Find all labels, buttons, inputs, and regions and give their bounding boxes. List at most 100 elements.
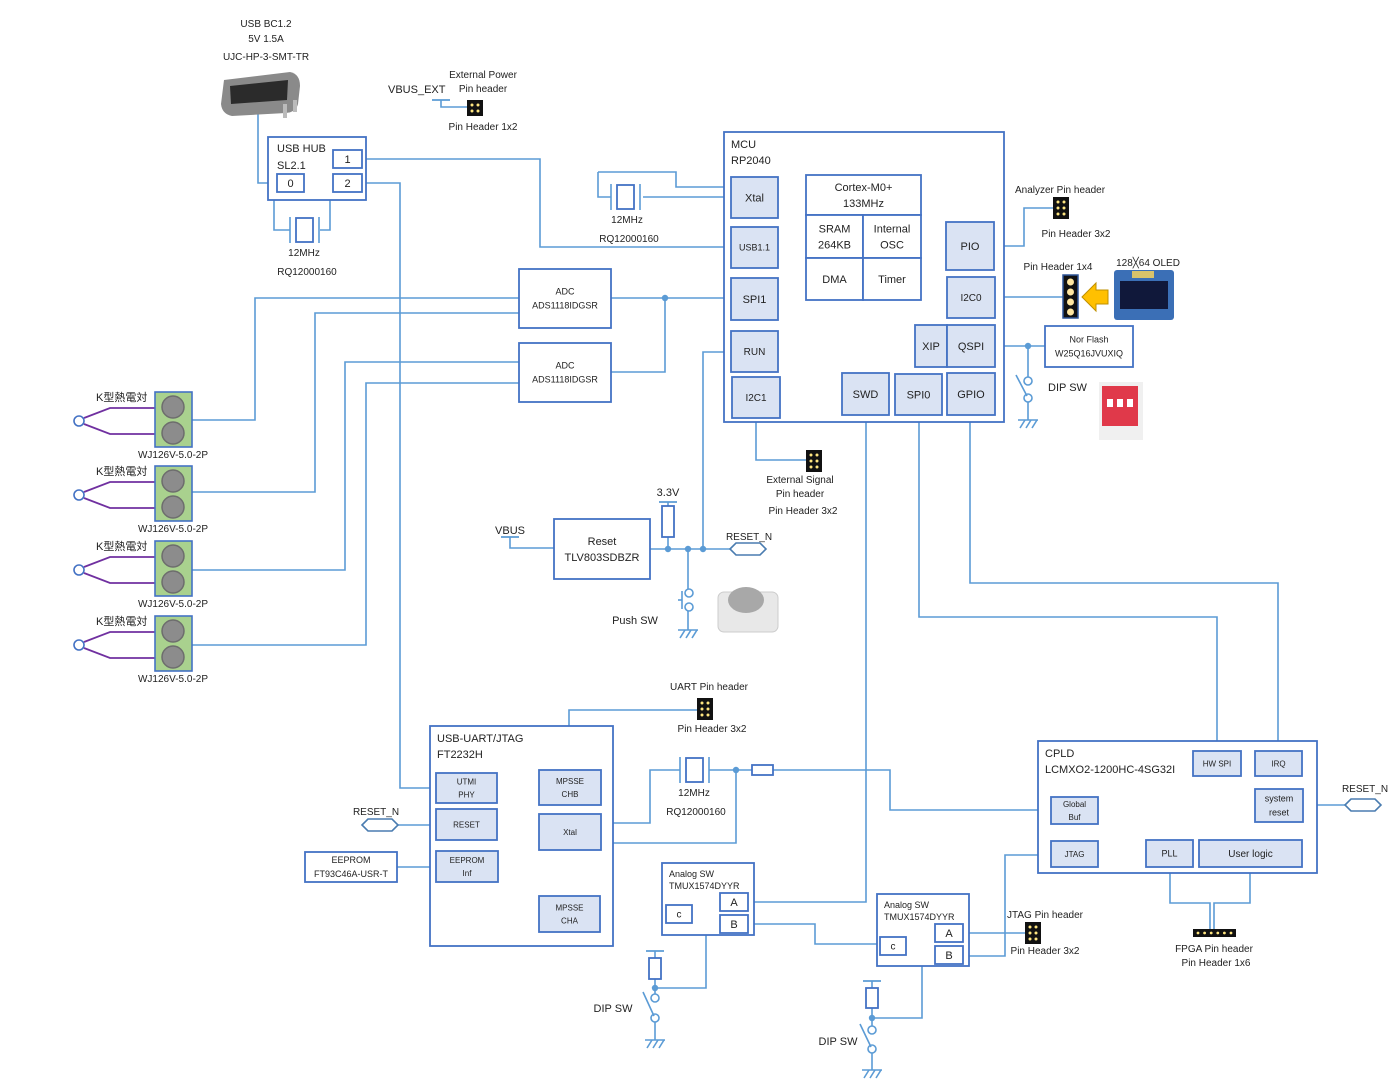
ext-power-pin-header-icon (467, 100, 483, 116)
push-switch-icon (678, 588, 694, 612)
terminal-part: WJ126V-5.0-2P (138, 524, 208, 535)
pin (706, 707, 710, 711)
analog-sw-2-c-label: c (891, 942, 896, 953)
pin (1062, 212, 1066, 216)
ground-icon (1018, 419, 1038, 429)
pin-header-body (1053, 197, 1069, 219)
cpld-user-logic-label: User logic (1228, 849, 1272, 860)
usb-hub-title: USB HUB (277, 143, 326, 155)
analog-sw-2-title: Analog SW (884, 900, 930, 910)
adc-2-frame (518, 342, 612, 403)
jtag-header-title: JTAG Pin header (1007, 910, 1084, 921)
series-resistor-icon (751, 764, 774, 776)
mcu-i2c1-frame (731, 376, 781, 419)
ft-xtal-wire (601, 770, 737, 844)
hub-xtal-wire (320, 200, 331, 231)
mcu-dma-frame (805, 257, 864, 301)
hub-port-1-frame (332, 149, 363, 169)
swd-wire (748, 415, 867, 903)
pin-header-body (806, 450, 822, 472)
cpld-pll-frame (1145, 839, 1194, 868)
mcu-qspi-label: QSPI (958, 341, 984, 353)
hub-port-2-label: 2 (344, 178, 350, 190)
sw1b-wire (748, 923, 880, 945)
pin (809, 453, 813, 457)
cpld-hwspi-label: HW SPI (1203, 759, 1231, 768)
mcu-osc-frame (862, 214, 922, 259)
fpga-header-title: FPGA Pin header (1175, 944, 1253, 955)
pin-header-body (697, 698, 713, 720)
terminal-part: WJ126V-5.0-2P (138, 450, 208, 461)
cpld-reset-net-label: RESET_N (1342, 784, 1388, 795)
mcu-title: MCU (731, 139, 756, 151)
analog-sw-2-c: c (879, 936, 907, 956)
pin (1034, 937, 1038, 941)
usb-connector-part: UJC-HP-3-SMT-TR (223, 52, 309, 63)
pin (706, 701, 710, 705)
cpld-hwspi: HW SPI (1192, 750, 1242, 777)
analog-sw-2-b: B (934, 945, 964, 965)
ext-power-title: External Power (449, 70, 517, 81)
mcu-gpio-label: GPIO (957, 389, 985, 401)
dip-sw-label: DIP SW (1048, 382, 1088, 394)
mcu-xtal-wire (597, 172, 611, 198)
analog-sw-2-a-label: A (945, 928, 953, 940)
mcu-xtal-label: Xtal (745, 192, 764, 204)
pin (1062, 200, 1066, 204)
thermocouple-label: K型熱電対 (96, 539, 147, 553)
mcu-xip: XIP (914, 324, 948, 368)
mcu-sram-label: 264KB (818, 239, 851, 251)
ft-mpsse-cha-frame (538, 895, 601, 933)
cpld-global-buf-frame (1050, 796, 1099, 825)
hub-to-mcu-usb (362, 158, 731, 248)
mcu-qspi: QSPI (946, 324, 996, 368)
mcu-xtal-wire (598, 171, 731, 188)
gpio-wire (969, 415, 1279, 776)
cpld-user-logic: User logic (1198, 839, 1303, 868)
junction-dot (699, 545, 707, 553)
ground-icon (645, 1039, 665, 1049)
sw2-dip-wire (872, 966, 923, 1019)
cpld-reset-net-port-icon (1343, 798, 1383, 812)
analog-sw-1-b-frame (719, 914, 749, 934)
thermocouple-wire (83, 631, 160, 643)
ft-eeprom-inf-label: Inf (463, 869, 473, 878)
dip-switch-1-icon (642, 991, 660, 1023)
analog-sw-1-c-label: c (677, 910, 682, 921)
sw2-pullup-resistor-icon (865, 987, 879, 1009)
mcu-pio-label: PIO (961, 241, 980, 253)
jtag-header-part: Pin Header 3x2 (1011, 946, 1080, 957)
cpld-irq-frame (1254, 750, 1303, 777)
pin-header-body (467, 100, 483, 116)
mcu-dma-label: DMA (822, 274, 847, 286)
cpld-system-reset-label: reset (1269, 808, 1290, 818)
mcu-i2c0-label: I2C0 (960, 293, 982, 304)
cpld-part: LCMXO2-1200HC-4SG32I (1045, 764, 1175, 776)
hub-port-0-frame (276, 173, 305, 193)
jtag-pin-header-icon (1025, 922, 1041, 944)
cpld-jtag-label: JTAG (1065, 850, 1085, 859)
thermocouple-wire (83, 556, 160, 568)
ft-reset: RESET (435, 808, 498, 841)
mcu-cortex: Cortex-M0+133MHz (805, 174, 922, 216)
eeprom-frame (304, 851, 398, 883)
ft-utmi-label: UTMI (457, 777, 477, 786)
pin (476, 109, 480, 113)
ft-reset-net-label: RESET_N (353, 807, 399, 818)
junction-dot (651, 984, 659, 992)
hub-port-2: 2 (332, 173, 363, 193)
cpld-title: CPLD (1045, 748, 1074, 760)
v33-label: 3.3V (657, 487, 680, 499)
jtag-wire (963, 854, 1051, 957)
analog-sw-2-a: A (934, 923, 964, 943)
junction-dot (664, 545, 672, 553)
mcu-dma: DMA (805, 257, 864, 301)
dip-sw-2-label: DIP SW (819, 1036, 859, 1048)
cpld-jtag-frame (1050, 840, 1099, 868)
ft-utmi-label: PHY (458, 790, 475, 799)
